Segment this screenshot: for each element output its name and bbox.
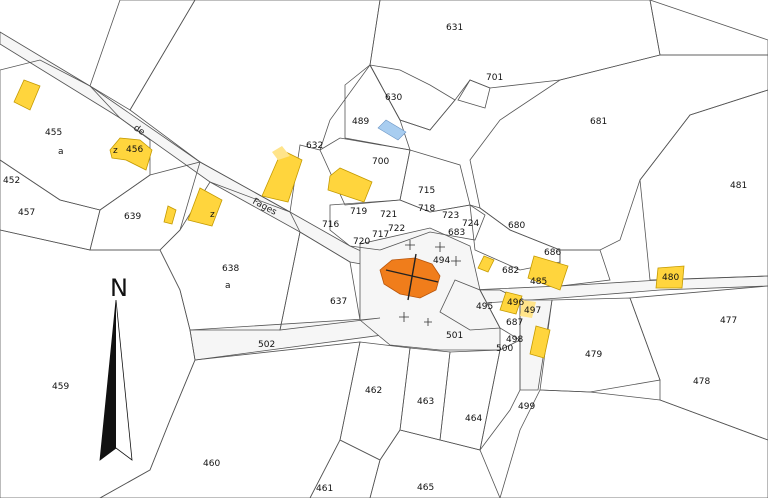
parcel-number-485: 485 (530, 277, 547, 287)
parcel-number-477: 477 (720, 316, 737, 326)
parcel-number-456: 456 (126, 145, 143, 155)
parcel-number-720: 720 (353, 237, 370, 247)
parcel-number-637: 637 (330, 297, 347, 307)
subparcel-letter: a (225, 281, 231, 291)
parcel-number-687: 687 (506, 318, 523, 328)
parcel-labels: 631 701 630 489 681 455 456 632 700 715 481 452 457 6… (3, 23, 747, 494)
parcel-number-701: 701 (486, 73, 503, 83)
north-arrow-icon: N (99, 274, 133, 461)
parcel-number-501: 501 (446, 331, 463, 341)
parcel-number-723: 723 (442, 211, 459, 221)
parcel-number-495: 495 (476, 302, 493, 312)
parcel-number-716: 716 (322, 220, 339, 230)
parcel-number-455: 455 (45, 128, 62, 138)
subparcel-letters: a z z a (58, 146, 231, 291)
parcel-number-719: 719 (350, 207, 367, 217)
road-southwest (189, 317, 391, 361)
parcel-number-686: 686 (544, 248, 561, 258)
parcel-number-479: 479 (585, 350, 602, 360)
subparcel-letter: a (58, 147, 64, 157)
pool (377, 119, 407, 141)
parcel-number-481: 481 (730, 181, 747, 191)
parcel-number-496: 496 (507, 298, 524, 308)
parcel-number-459: 459 (52, 382, 69, 392)
parcel-number-718: 718 (418, 204, 435, 214)
parcel-number-722: 722 (388, 224, 405, 234)
parcel-number-464: 464 (465, 414, 482, 424)
parcel-number-478: 478 (693, 377, 710, 387)
parcel-number-638: 638 (222, 264, 239, 274)
subparcel-letter: z (113, 146, 118, 156)
parcel-number-489: 489 (352, 117, 369, 127)
parcel-number-630: 630 (385, 93, 402, 103)
parcel-number-683: 683 (448, 228, 465, 238)
parcel-number-631: 631 (446, 23, 463, 33)
parcel-number-465: 465 (417, 483, 434, 493)
parcel-number-497: 497 (524, 306, 541, 316)
church (379, 253, 441, 301)
parcel-number-461: 461 (316, 484, 333, 494)
parcel-number-680: 680 (508, 221, 525, 231)
parcel-number-681: 681 (590, 117, 607, 127)
road-east (469, 275, 768, 305)
parcel-number-639: 639 (124, 212, 141, 222)
parcel-number-494: 494 (433, 256, 450, 266)
parcel-number-682: 682 (502, 266, 519, 276)
parcel-number-502: 502 (258, 340, 275, 350)
parcel-number-721: 721 (380, 210, 397, 220)
parcel-number-462: 462 (365, 386, 382, 396)
parcel-number-632: 632 (306, 141, 323, 151)
subparcel-letter: z (210, 210, 215, 220)
parcel-number-717: 717 (372, 230, 389, 240)
parcel-number-452: 452 (3, 176, 20, 186)
parcel-number-724: 724 (462, 219, 479, 229)
north-label: N (110, 274, 128, 302)
parcel-number-700: 700 (372, 157, 389, 167)
parcel-number-460: 460 (203, 459, 220, 469)
parcel-number-499: 499 (518, 402, 535, 412)
cross-icon (399, 240, 461, 326)
parcel-number-457: 457 (18, 208, 35, 218)
parcel-number-715: 715 (418, 186, 435, 196)
parcel-number-463: 463 (417, 397, 434, 407)
parcel-number-500: 500 (496, 344, 513, 354)
buildings (13, 79, 685, 359)
parcel-number-498: 498 (506, 335, 523, 345)
parcel-number-480: 480 (662, 273, 679, 283)
